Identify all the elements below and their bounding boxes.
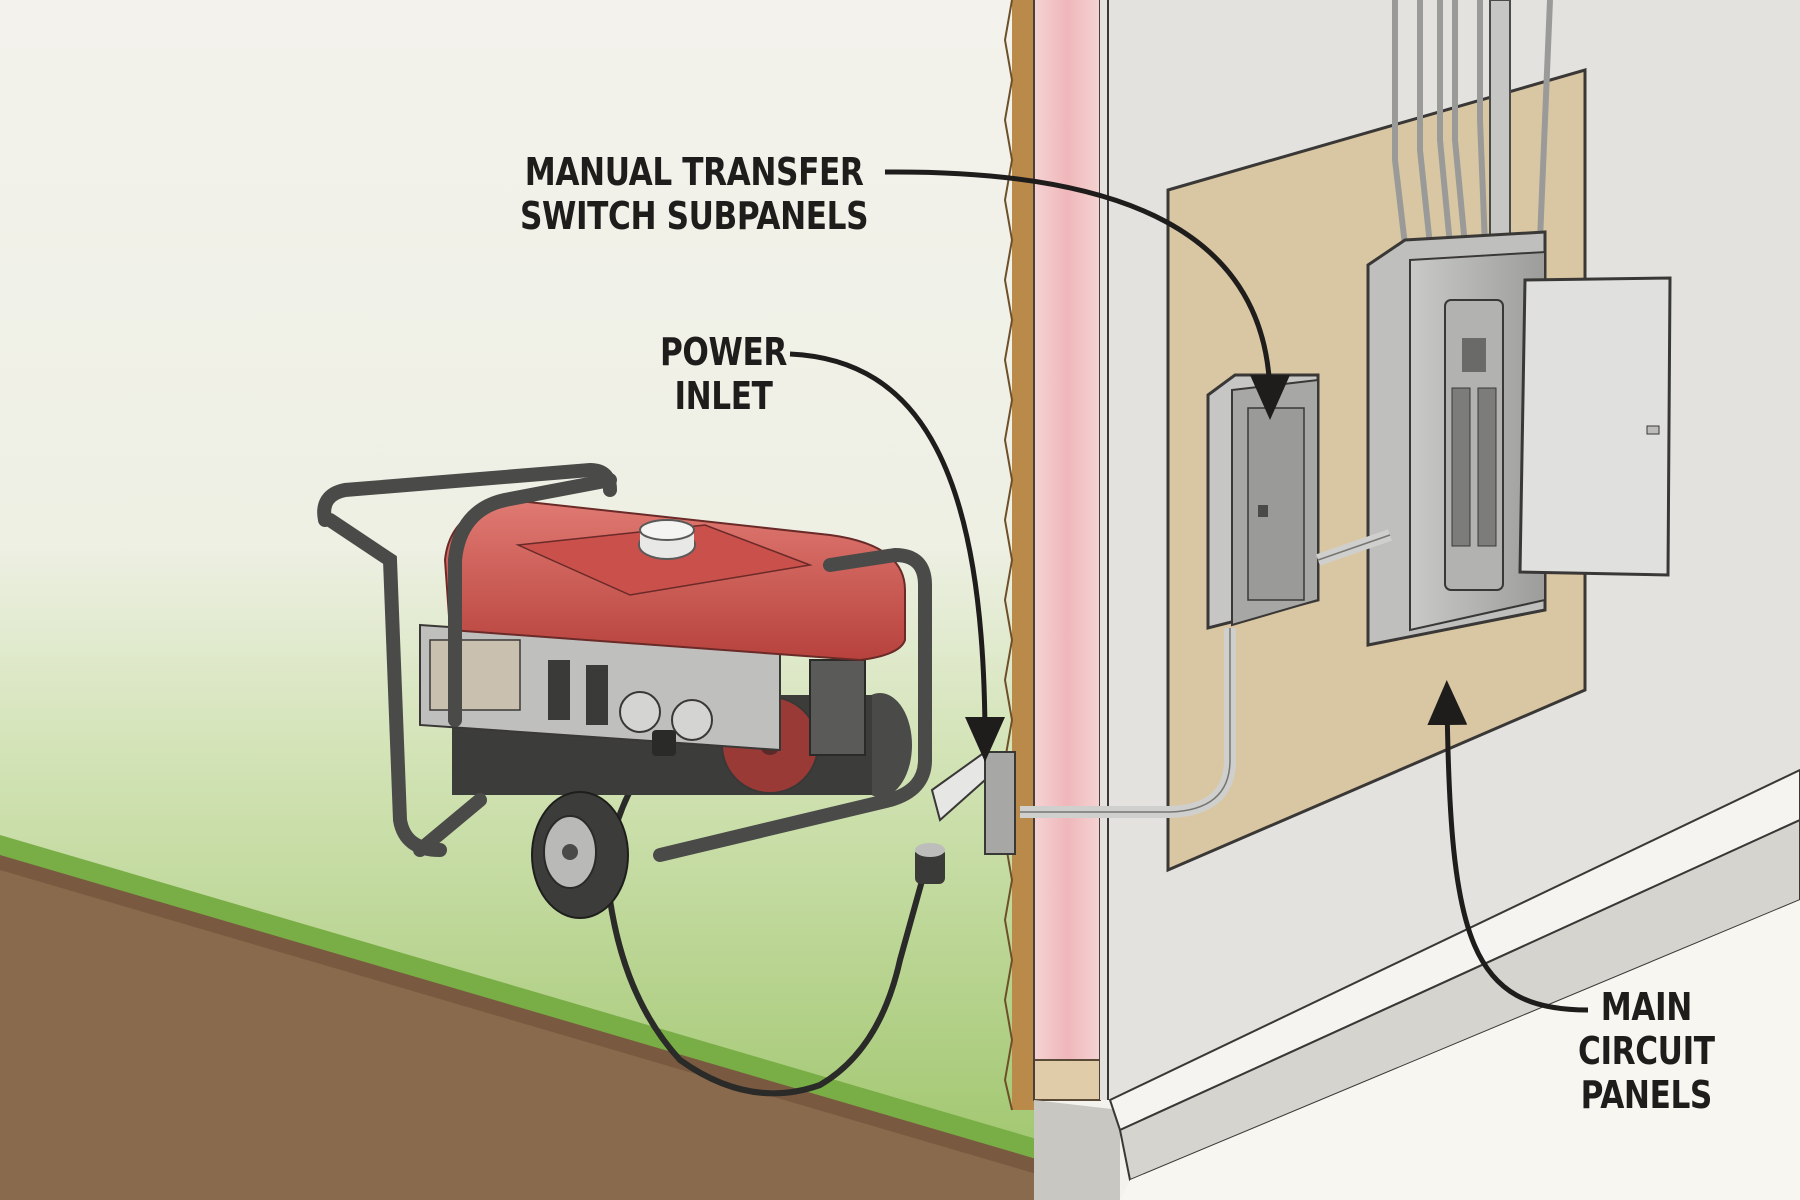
label-manual-transfer-switch-subpanels: Manual Transfer Switch Subpanels [520,150,869,238]
panel-door [1518,276,1672,577]
arrow-main [1427,680,1589,1013]
cord-plug [915,843,945,884]
label-line: Panels [1580,1073,1713,1117]
arrow-mts [884,169,1290,420]
cord-connector [652,730,676,756]
transfer-switch-subpanel [1206,373,1320,630]
label-line: Manual Transfer [524,150,864,194]
label-line: Inlet [674,374,773,418]
generator-wheel [531,791,629,919]
main-circuit-panel [1366,230,1672,647]
label-line: Circuit [1578,1029,1715,1073]
label-line: Main [1600,985,1693,1029]
air-filter [809,659,866,756]
inlet-cover [930,750,986,822]
exterior-siding [1003,0,1034,1111]
main-breaker [1462,338,1486,372]
twist-lock-outlet-1 [619,691,661,733]
wall-insulation [1034,0,1100,1080]
label-main-circuit-panels: Main Circuit Panels [1578,985,1715,1117]
concrete-foundation [1034,1100,1120,1200]
power-inlet-box [930,750,1016,855]
twist-lock-outlet-2 [671,699,713,741]
label-line: Power [660,330,787,374]
arrow-inlet [789,351,1005,762]
label-power-inlet: Power Inlet [660,330,787,418]
baseboard [1118,818,1800,1182]
generator-handle [317,462,617,527]
portable-generator [317,462,932,919]
baseboard-top [1108,768,1800,1132]
outlet-2 [586,665,608,725]
warning-label [429,639,521,711]
label-line: Switch Subpanels [520,194,869,238]
outlet-1 [548,660,570,720]
service-wires [1392,0,1553,246]
service-conduit [1489,0,1511,241]
breaker-rows [1451,387,1497,547]
sill-plate [1033,1059,1101,1101]
floor [1120,900,1800,1200]
door-latch [1646,425,1660,435]
